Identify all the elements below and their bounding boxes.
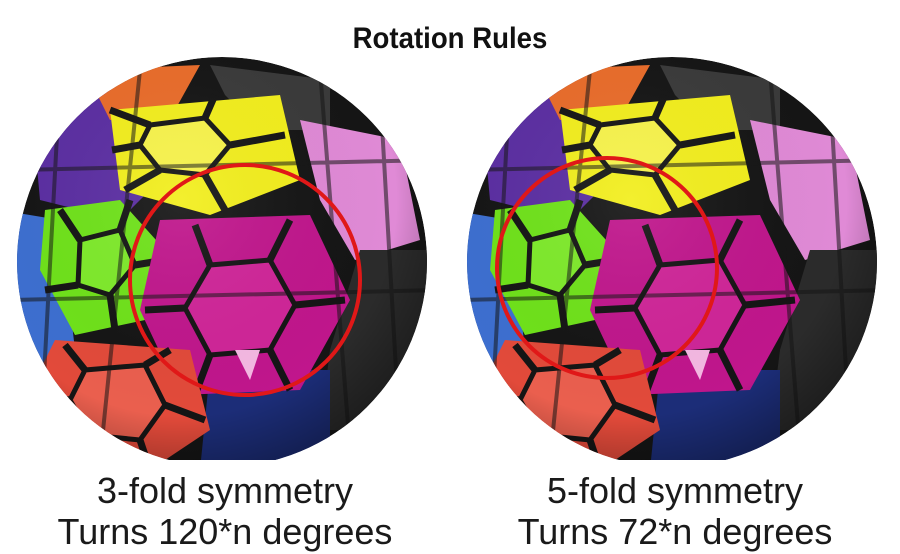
caption-5fold: 5-fold symmetry Turns 72*n degrees [450, 470, 900, 552]
page-title: Rotation Rules [352, 22, 548, 55]
caption-symmetry: 3-fold symmetry [96, 470, 354, 511]
puzzle-body [17, 57, 427, 460]
highlight-circle-5fold [495, 156, 719, 380]
puzzle-illustration-5fold [467, 57, 877, 460]
caption-turns: Turns 120*n degrees [57, 511, 393, 552]
puzzle-panel-3fold [0, 50, 450, 460]
caption-symmetry: 5-fold symmetry [546, 470, 804, 511]
puzzle-body [467, 57, 877, 460]
puzzle-panel-5fold [450, 50, 900, 460]
puzzle-illustration-3fold [17, 57, 427, 460]
caption-3fold: 3-fold symmetry Turns 120*n degrees [0, 470, 450, 552]
caption-turns: Turns 72*n degrees [517, 511, 833, 552]
highlight-circle-3fold [128, 163, 362, 397]
